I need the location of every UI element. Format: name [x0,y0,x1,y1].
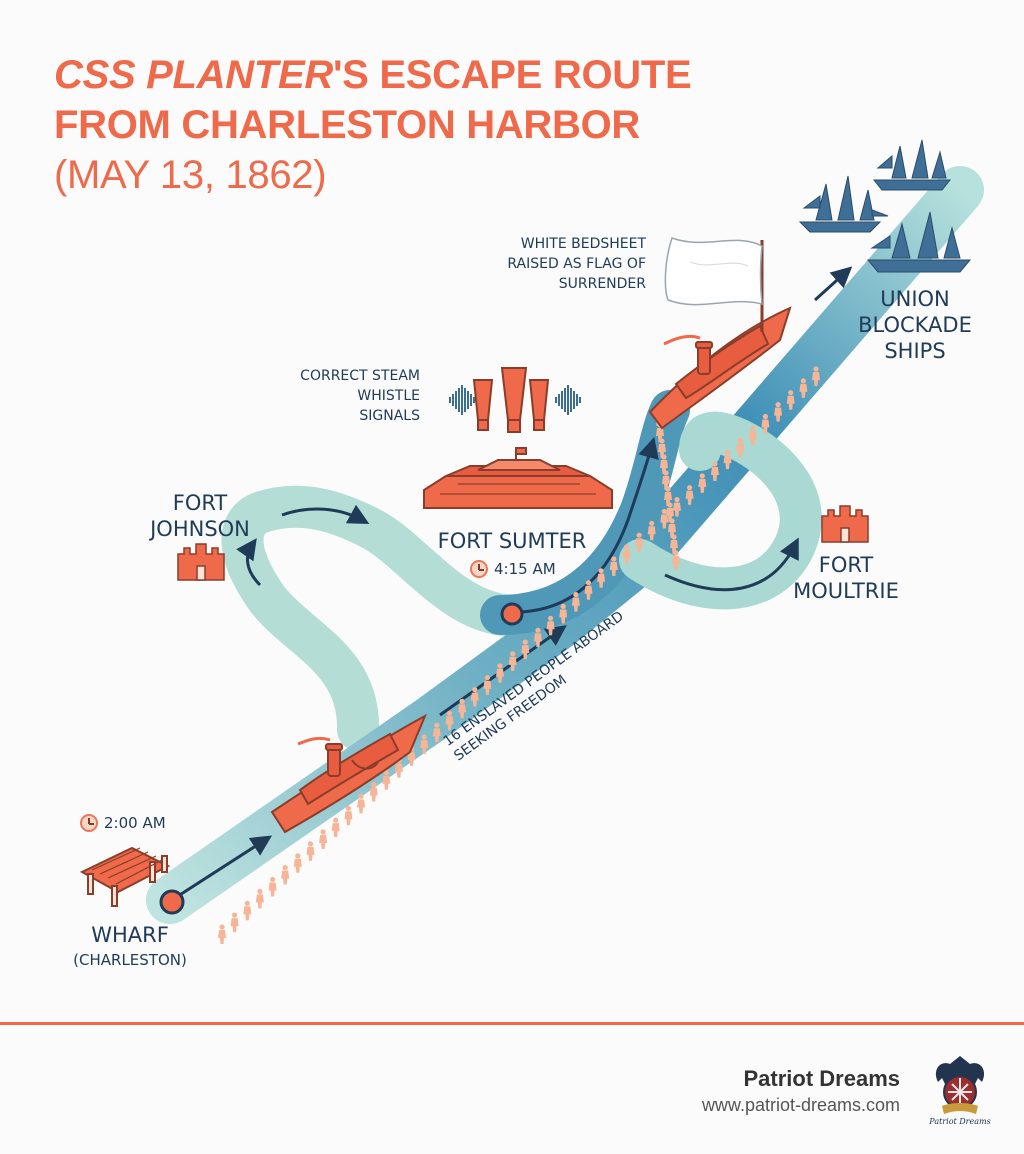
person-icon [218,924,226,944]
person-icon [344,805,353,826]
sumter-marker [500,602,524,626]
planter-ship-escape [648,306,792,430]
union-ship-icon [866,211,972,273]
person-icon [306,841,315,861]
wharf-label: WHARF [91,923,169,947]
whistle-label: CORRECT STEAM WHISTLE SIGNALS [300,368,420,424]
patriot-dreams-logo: Patriot Dreams [928,1056,991,1126]
wharf-sublabel: (CHARLESTON) [73,951,187,969]
union-ship-icon [798,175,889,233]
white-flag-label: WHITE BEDSHEET RAISED AS FLAG OF SURREND… [507,236,646,292]
start-marker [159,889,185,915]
sumter-time: 4:15 AM [470,560,556,578]
start-time-text: 2:00 AM [104,814,166,832]
brand-name: Patriot Dreams [743,1066,900,1091]
arrow-moultrie [664,537,799,592]
planter-ship-start [270,713,428,834]
brand-url[interactable]: www.patriot-dreams.com [701,1095,900,1115]
person-icon [255,888,264,909]
brand-block: Patriot Dreams www.patriot-dreams.com [702,1066,900,1116]
fort-moultrie-label: FORT MOULTRIE [793,553,899,603]
title-line1: 'S ESCAPE ROUTE [332,53,692,97]
person-icon [331,817,340,838]
clock-icon [80,814,98,832]
person-icon [268,876,277,897]
start-time: 2:00 AM [80,814,166,832]
sound-wave-icon [449,385,581,415]
person-icon [293,853,302,873]
arrow-johnson-up [236,538,262,587]
person-icon [230,912,239,933]
harbor-map [79,139,984,944]
title-line2: FROM CHARLESTON HARBOR [54,103,640,147]
fort-moultrie-icon [821,505,869,543]
route-johnson-loop [221,485,526,751]
union-ship-icon [872,139,952,191]
fort-johnson-label: FORT JOHNSON [150,491,250,541]
white-flag-icon [664,237,764,332]
person-icon [319,829,328,849]
logo-text: Patriot Dreams [928,1117,990,1126]
arrow-sumter-out [514,436,659,614]
page-title: CSS PLANTER'S ESCAPE ROUTE FROM CHARLEST… [54,50,692,200]
clock-icon [470,560,488,578]
steam-whistle-icon [472,367,550,433]
fort-sumter-icon [423,447,613,509]
ship-name: CSS PLANTER [54,53,333,97]
title-date: (MAY 13, 1862) [54,153,327,197]
fort-johnson-icon [177,543,225,581]
fort-sumter-label: FORT SUMTER [437,529,587,553]
union-ships-label: UNION BLOCKADE SHIPS [858,287,972,363]
footer-divider [0,1022,1024,1025]
wharf-icon [79,846,171,907]
arrow-union [813,266,853,302]
arrow-wharf [174,835,273,900]
person-icon [281,865,290,885]
person-icon [243,900,252,921]
arrow-johnson-top [281,504,370,525]
sumter-time-text: 4:15 AM [494,560,556,578]
